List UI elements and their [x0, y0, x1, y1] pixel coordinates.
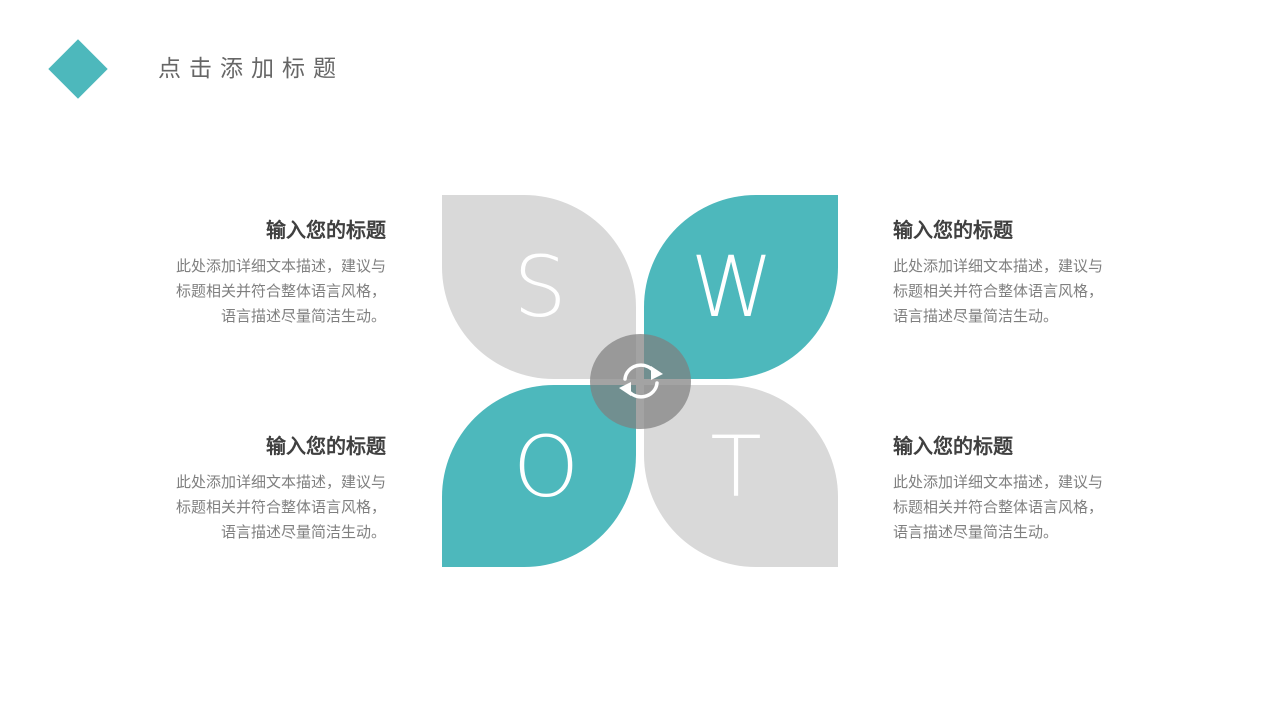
description-line: 标题相关并符合整体语言风格，: [893, 498, 1104, 516]
block-title: 输入您的标题: [266, 434, 386, 458]
description-line: 标题相关并符合整体语言风格，: [175, 498, 386, 516]
description-line: 标题相关并符合整体语言风格，: [175, 282, 386, 300]
block-description: 此处添加详细文本描述，建议与 标题相关并符合整体语言风格， 语言描述尽量简洁生动…: [146, 254, 386, 329]
block-description: 此处添加详细文本描述，建议与 标题相关并符合整体语言风格， 语言描述尽量简洁生动…: [893, 254, 1143, 329]
swot-letter-o: O: [512, 418, 580, 516]
block-title: 输入您的标题: [893, 218, 1013, 242]
description-line: 语言描述尽量简洁生动。: [893, 307, 1059, 325]
description-line: 此处添加详细文本描述，建议与: [175, 257, 386, 275]
swot-letter-s: S: [513, 238, 567, 336]
center-circle: [590, 334, 691, 429]
description-line: 语言描述尽量简洁生动。: [220, 307, 386, 325]
description-line: 此处添加详细文本描述，建议与: [175, 473, 386, 491]
page-title[interactable]: 点击添加标题: [158, 56, 344, 82]
text-block-bottom-left[interactable]: 输入您的标题 此处添加详细文本描述，建议与 标题相关并符合整体语言风格， 语言描…: [146, 432, 386, 545]
swot-letter-t: T: [710, 418, 762, 516]
description-line: 语言描述尽量简洁生动。: [220, 523, 386, 541]
text-block-top-right[interactable]: 输入您的标题 此处添加详细文本描述，建议与 标题相关并符合整体语言风格， 语言描…: [893, 216, 1143, 329]
description-line: 此处添加详细文本描述，建议与: [893, 257, 1104, 275]
block-description: 此处添加详细文本描述，建议与 标题相关并符合整体语言风格， 语言描述尽量简洁生动…: [893, 470, 1143, 545]
description-line: 标题相关并符合整体语言风格，: [893, 282, 1104, 300]
refresh-cycle-icon: [619, 363, 663, 399]
block-title: 输入您的标题: [266, 218, 386, 242]
description-line: 此处添加详细文本描述，建议与: [893, 473, 1104, 491]
block-description: 此处添加详细文本描述，建议与 标题相关并符合整体语言风格， 语言描述尽量简洁生动…: [146, 470, 386, 545]
swot-letter-w: W: [690, 238, 774, 336]
block-title: 输入您的标题: [893, 434, 1013, 458]
text-block-bottom-right[interactable]: 输入您的标题 此处添加详细文本描述，建议与 标题相关并符合整体语言风格， 语言描…: [893, 432, 1143, 545]
description-line: 语言描述尽量简洁生动。: [893, 523, 1059, 541]
text-block-top-left[interactable]: 输入您的标题 此处添加详细文本描述，建议与 标题相关并符合整体语言风格， 语言描…: [146, 216, 386, 329]
